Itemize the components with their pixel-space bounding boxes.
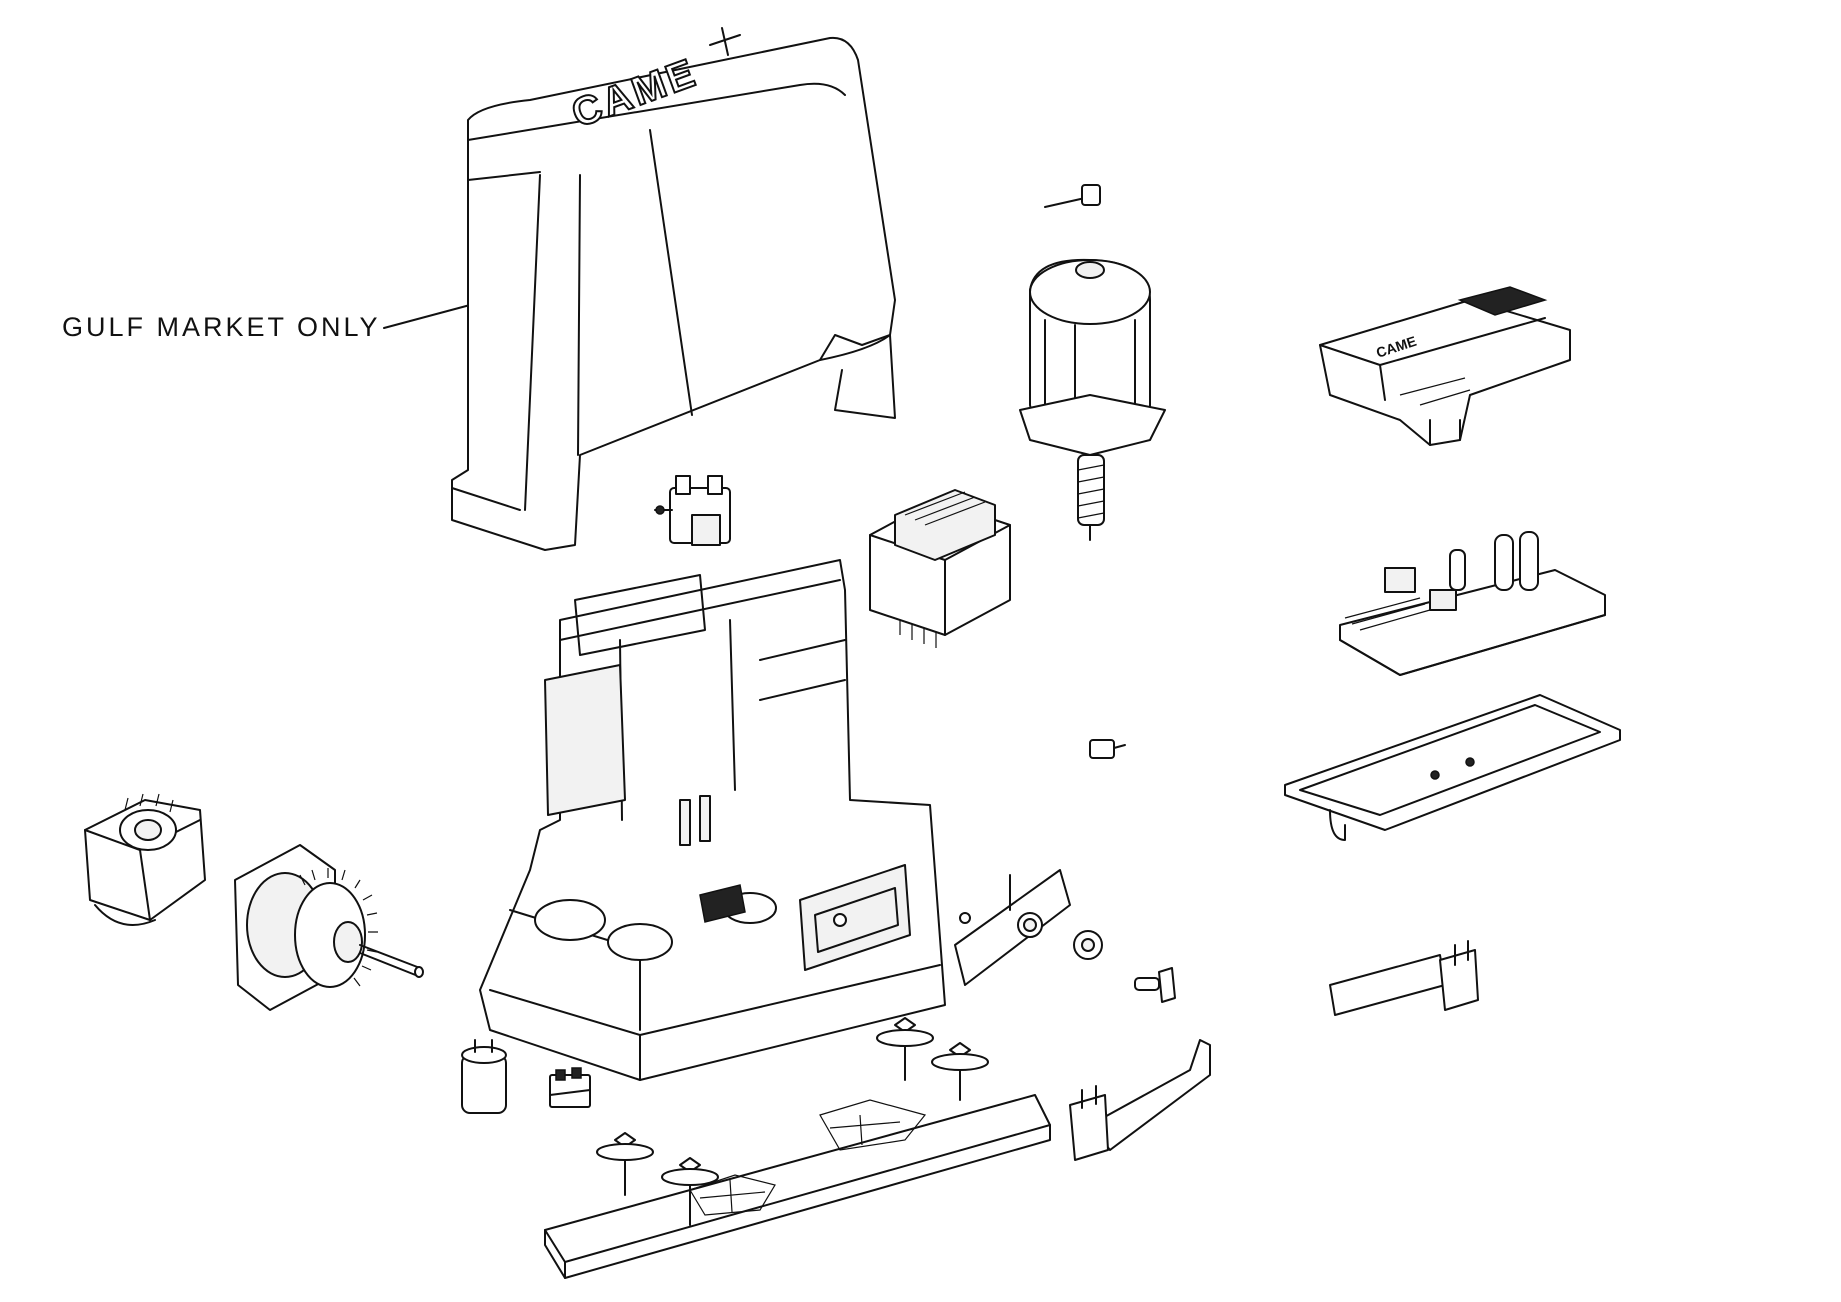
terminal-block [549,1067,591,1108]
motor [1019,258,1166,541]
release-key [1134,967,1176,1003]
lock-cylinder [1073,930,1103,960]
limit-switch-block [654,475,731,546]
board-mounting-tray [1284,694,1621,841]
anchor-base-plate [544,1017,1051,1279]
limit-switch-bracket-right [1329,940,1479,1016]
transformer [869,489,1011,648]
motor-key-pin [1044,184,1101,208]
top-cover: CAME [451,27,896,551]
fuse-holder [1089,739,1126,759]
gulf-market-only-label: GULF MARKET ONLY [62,312,381,342]
main-housing [479,559,946,1081]
limit-switch-bracket-bottom [1069,1039,1211,1161]
gear-housing [84,793,206,926]
capacitor [461,1039,507,1114]
control-board-cover: CAME [1319,286,1571,446]
control-board [1339,531,1606,676]
release-lock-panel [954,869,1071,986]
gear-flange-assembly [234,844,424,1011]
